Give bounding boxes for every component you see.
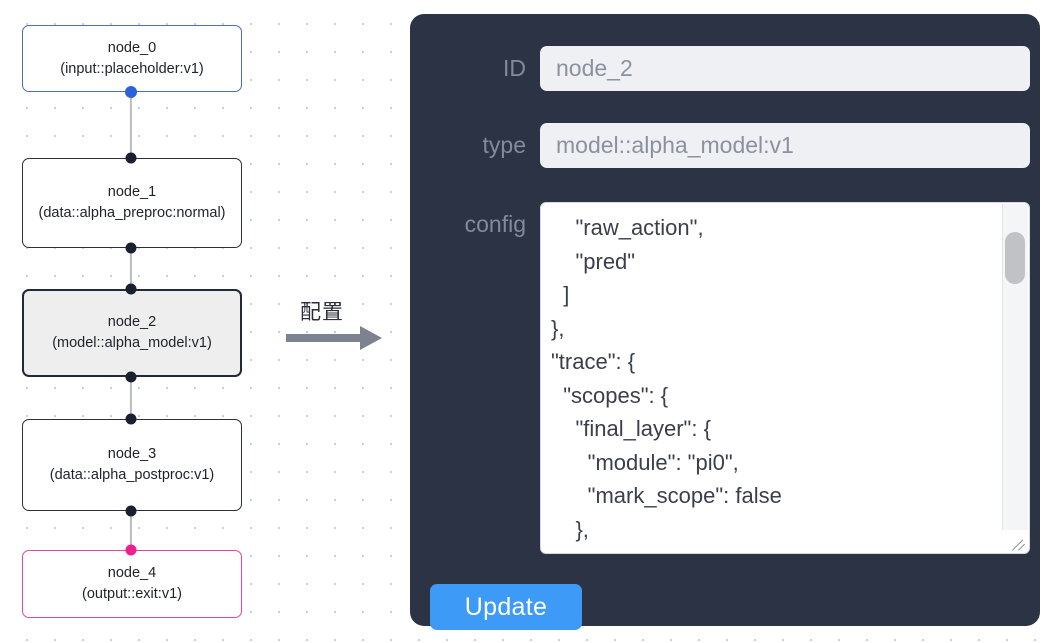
node-graph-canvas[interactable]: node_0 (input::placeholder:v1) node_1 (d… [0,0,400,643]
type-input[interactable] [540,123,1030,168]
node-subtitle: (input::placeholder:v1) [60,60,204,77]
port-node4-input[interactable] [125,544,137,556]
graph-node-node_0[interactable]: node_0 (input::placeholder:v1) [22,25,242,92]
node-subtitle: (model::alpha_model:v1) [52,335,212,351]
config-textarea[interactable]: "raw_action", "pred" ] }, "trace": { "sc… [540,202,1030,554]
config-scrollbar-thumb[interactable] [1005,232,1025,284]
port-node1-output[interactable] [125,242,137,254]
node-subtitle: (output::exit:v1) [82,586,182,602]
config-text: "raw_action", "pred" ] }, "trace": { "sc… [551,215,782,553]
graph-node-node_2[interactable]: node_2 (model::alpha_model:v1) [22,289,242,377]
node-inspector-panel: ID type config "raw_action", "pred" ] },… [410,14,1040,630]
node-subtitle: (data::alpha_preproc:normal) [38,205,226,221]
field-row-config: config "raw_action", "pred" ] }, "trace"… [418,202,1030,554]
graph-node-node_1[interactable]: node_1 (data::alpha_preproc:normal) [22,158,242,248]
id-field-label: ID [503,55,526,81]
type-field-label: type [482,132,526,158]
node-title: node_3 [107,446,157,463]
node-title: node_1 [107,184,157,201]
port-node3-input[interactable] [125,413,137,425]
field-row-type: type [418,123,1030,168]
port-node3-output[interactable] [125,505,137,517]
port-node2-output[interactable] [125,371,137,383]
edge-node3-node4 [129,511,133,550]
node-title: node_2 [107,314,157,331]
node-title: node_4 [107,565,157,582]
resize-handle-icon[interactable] [1011,535,1027,551]
port-node2-input[interactable] [125,283,137,295]
field-row-id: ID [418,46,1030,91]
update-button[interactable]: Update [430,584,582,630]
graph-node-node_4[interactable]: node_4 (output::exit:v1) [22,550,242,618]
graph-node-node_3[interactable]: node_3 (data::alpha_postproc:v1) [22,419,242,511]
node-subtitle: (data::alpha_postproc:v1) [49,467,215,483]
port-node1-input[interactable] [125,152,137,164]
node-title: node_0 [107,39,157,56]
config-editor-wrapper: "raw_action", "pred" ] }, "trace": { "sc… [540,202,1030,554]
transition-label: 配置 [300,300,344,324]
arrow-head-icon [360,326,382,350]
edge-node1-node2 [129,248,133,289]
port-node0-output[interactable] [125,86,137,98]
id-input[interactable] [540,46,1030,91]
transition-arrow-group: 配置 [286,296,396,368]
edge-node2-node3 [129,377,133,419]
arrow-shaft [286,334,364,342]
edge-node0-node1 [129,92,133,158]
config-field-label: config [464,211,526,237]
